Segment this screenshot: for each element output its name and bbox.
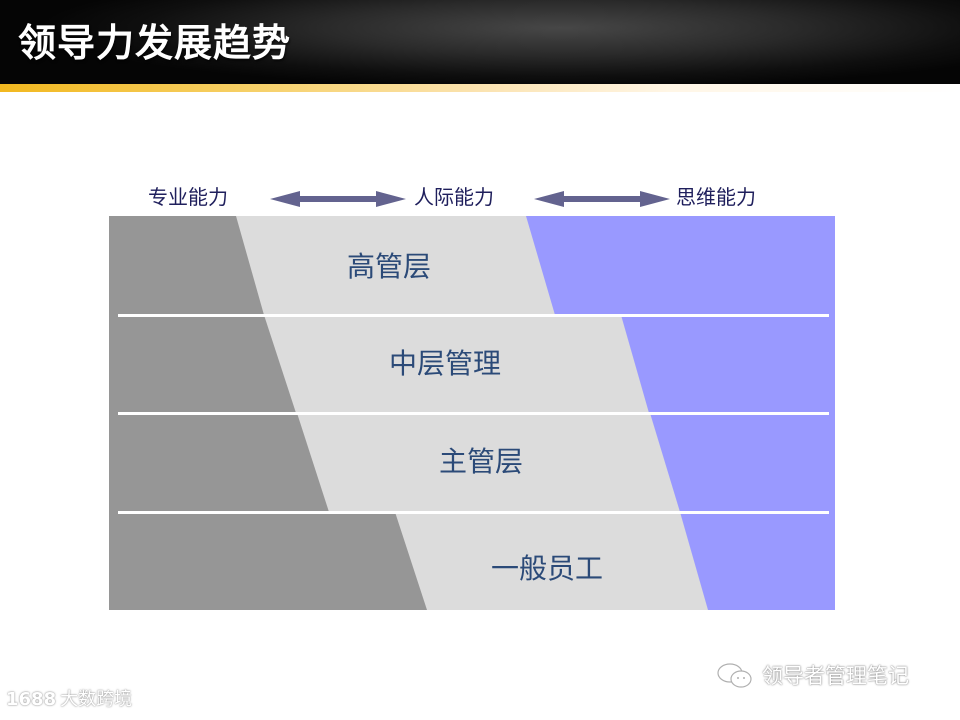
thinking-region-row3	[650, 413, 835, 512]
double-arrow-icon	[270, 191, 406, 207]
thinking-region-row2	[621, 315, 835, 413]
watermark-right-text: 领导者管理笔记	[762, 664, 909, 688]
level-general-staff: 一般员工	[490, 552, 604, 585]
accent-bar	[0, 84, 960, 92]
professional-region-row1	[109, 216, 264, 315]
capability-professional-label: 专业能力	[148, 185, 228, 209]
row-divider	[118, 511, 829, 514]
capability-interpersonal-label: 人际能力	[414, 185, 494, 209]
professional-region-row4	[109, 512, 427, 610]
row-divider	[118, 314, 829, 317]
leadership-capability-diagram: 高管层 中层管理 主管层 一般员工	[109, 216, 835, 610]
level-senior-management: 高管层	[346, 250, 432, 283]
level-middle-management: 中层管理	[388, 347, 502, 380]
thinking-region-row1	[526, 216, 835, 315]
page-title: 领导力发展趋势	[18, 21, 292, 65]
double-arrow-icon	[534, 191, 670, 207]
brand-logo-icon: 1688	[6, 689, 57, 710]
watermark-left-text: 大数跨境	[60, 689, 133, 710]
level-supervisor: 主管层	[438, 445, 524, 478]
watermark-right: 领导者管理笔记	[716, 661, 909, 691]
professional-region-row3	[109, 413, 329, 512]
capability-thinking-label: 思维能力	[676, 185, 756, 209]
thinking-region-row4	[680, 512, 835, 610]
professional-region-row2	[109, 315, 296, 413]
wechat-icon	[717, 663, 752, 688]
title-banner: 领导力发展趋势	[0, 0, 960, 84]
row-divider	[118, 412, 829, 415]
